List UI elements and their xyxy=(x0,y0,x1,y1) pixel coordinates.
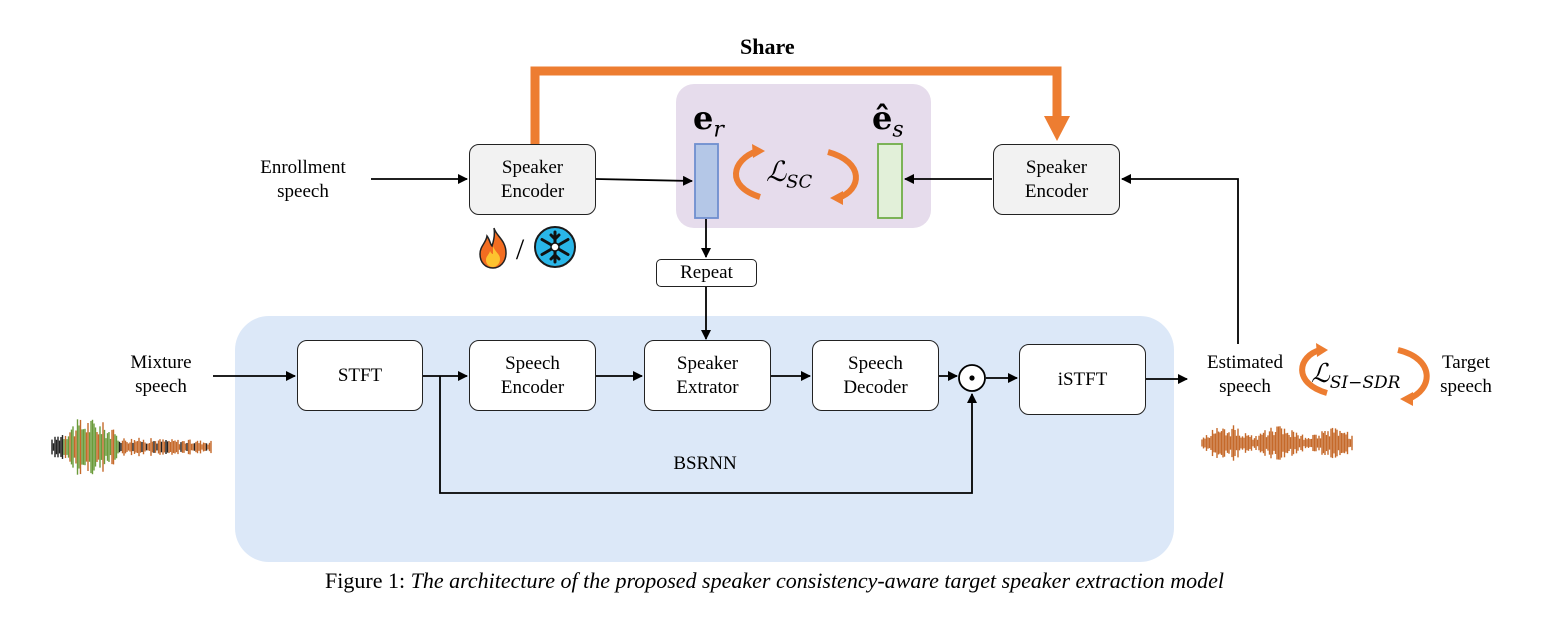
speaker-encoder-right-line1: Speaker xyxy=(1025,156,1088,178)
loss-sisdr-label: ℒSI−SDR xyxy=(1311,359,1400,398)
snowflake-icon xyxy=(534,226,576,268)
loss-sisdr-arrow-right xyxy=(1397,347,1430,402)
speaker-extractor-line2: Extrator xyxy=(676,376,739,398)
mixture-speech-label: Mixture speech xyxy=(110,351,212,399)
stft-label: STFT xyxy=(337,364,383,386)
estimated-line1: Estimated xyxy=(1207,352,1283,373)
speaker-encoder-left-line2: Encoder xyxy=(500,180,565,202)
speech-encoder-block[interactable]: Speech Encoder xyxy=(469,340,596,411)
estimated-waveform xyxy=(1201,425,1353,461)
target-speech-label: Target speech xyxy=(1430,351,1502,399)
share-arrow xyxy=(530,66,1062,144)
istft-block[interactable]: iSTFT xyxy=(1019,344,1146,415)
embedding-es-label: ês xyxy=(872,100,904,148)
es-symbol: ê xyxy=(872,99,893,137)
fire-snow-slash: / xyxy=(515,233,525,266)
embedding-er-label: er xyxy=(693,100,724,148)
speaker-encoder-right-line2: Encoder xyxy=(1024,180,1089,202)
istft-label: iSTFT xyxy=(1057,368,1108,390)
target-line1: Target xyxy=(1442,352,1490,373)
speaker-extractor-block[interactable]: Speaker Extrator xyxy=(644,340,771,411)
speaker-encoder-left[interactable]: Speaker Encoder xyxy=(469,144,596,215)
caption-text: The architecture of the proposed speaker… xyxy=(410,568,1224,593)
speech-decoder-line1: Speech xyxy=(848,352,903,374)
speaker-encoder-left-line1: Speaker xyxy=(501,156,564,178)
figure-caption: Figure 1: The architecture of the propos… xyxy=(0,568,1549,594)
speech-decoder-block[interactable]: Speech Decoder xyxy=(812,340,939,411)
estimated-speech-label: Estimated speech xyxy=(1190,351,1300,399)
loss-sc-subscript: SC xyxy=(786,171,813,193)
arrow-estimated-to-right-encoder xyxy=(1121,174,1239,344)
skip-connection xyxy=(439,376,977,494)
caption-prefix: Figure 1: xyxy=(325,568,406,593)
speech-encoder-line2: Encoder xyxy=(500,376,565,398)
loss-sc-arrow-left xyxy=(733,148,762,200)
share-arrowhead xyxy=(1044,116,1070,141)
enrollment-line1: Enrollment xyxy=(260,157,346,178)
speaker-encoder-right[interactable]: Speaker Encoder xyxy=(993,144,1120,215)
embedding-er-bar xyxy=(694,143,719,219)
speech-encoder-line1: Speech xyxy=(505,352,560,374)
stft-block[interactable]: STFT xyxy=(297,340,423,411)
loss-sisdr-arrow-left xyxy=(1299,347,1328,396)
share-label: Share xyxy=(740,34,795,59)
repeat-block[interactable]: Repeat xyxy=(656,259,757,287)
mixture-line2: speech xyxy=(135,376,187,397)
fire-icon xyxy=(479,227,507,269)
loss-sc-arrow-right xyxy=(827,149,859,201)
loss-sc-symbol: ℒ xyxy=(766,155,787,188)
estimated-line2: speech xyxy=(1219,376,1271,397)
bsrnn-label: BSRNN xyxy=(673,453,737,474)
target-line2: speech xyxy=(1440,376,1492,397)
mixture-line1: Mixture xyxy=(130,352,192,373)
arrow-encoder-to-er xyxy=(595,175,693,186)
repeat-label: Repeat xyxy=(680,262,733,283)
enrollment-speech-label: Enrollment speech xyxy=(236,156,370,204)
mixture-waveform xyxy=(51,419,212,475)
speaker-extractor-line1: Speaker xyxy=(676,352,739,374)
speech-decoder-line2: Decoder xyxy=(843,376,908,398)
er-subscript: r xyxy=(713,117,724,143)
embedding-es-bar xyxy=(877,143,903,219)
er-symbol: e xyxy=(693,99,714,137)
loss-sisdr-symbol: ℒ xyxy=(1311,359,1330,389)
es-subscript: s xyxy=(892,117,904,143)
loss-sc-label: ℒSC xyxy=(766,156,812,199)
enrollment-line2: speech xyxy=(277,181,329,202)
loss-sisdr-subscript: SI−SDR xyxy=(1329,373,1401,394)
